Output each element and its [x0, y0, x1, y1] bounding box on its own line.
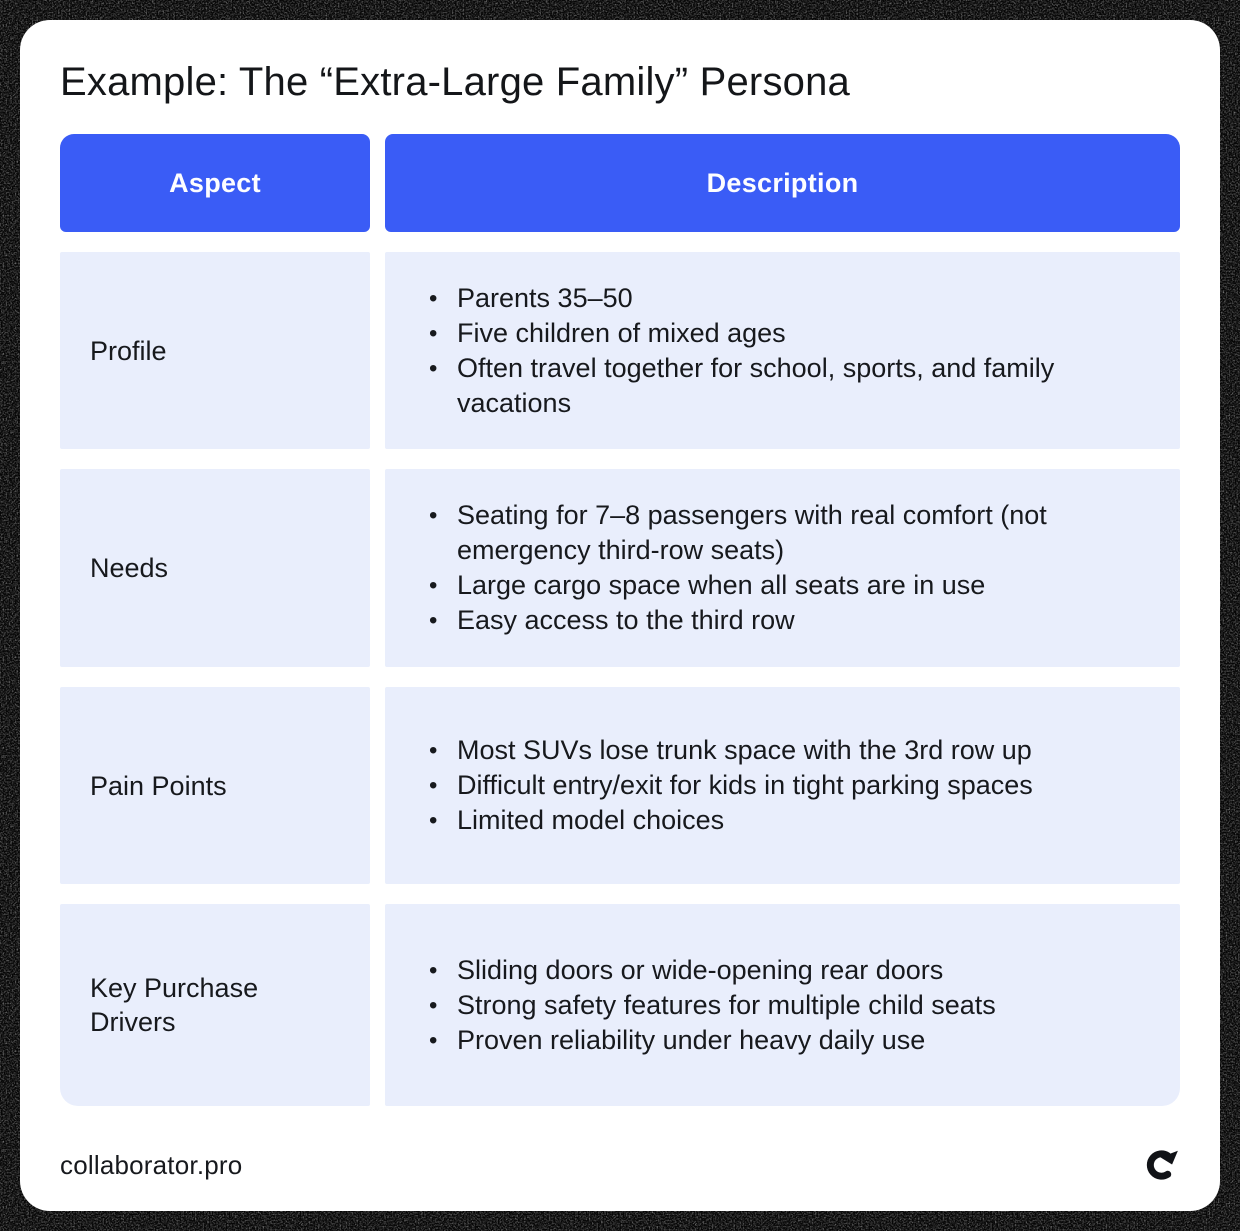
- bullet-icon: •: [429, 772, 438, 799]
- row-pain-points-description: • Most SUVs lose trunk space with the 3r…: [385, 687, 1180, 884]
- list-item: • Parents 35–50: [429, 281, 1140, 316]
- bullet-text: Strong safety features for multiple chil…: [457, 989, 996, 1020]
- document-card: Example: The “Extra-Large Family” Person…: [20, 20, 1220, 1211]
- list-item: • Sliding doors or wide-opening rear doo…: [429, 953, 1140, 988]
- bullet-icon: •: [429, 502, 438, 529]
- list-item: • Five children of mixed ages: [429, 316, 1140, 351]
- footer: collaborator.pro: [60, 1146, 1180, 1184]
- list-item: • Easy access to the third row: [429, 603, 1140, 638]
- bullet-text: Large cargo space when all seats are in …: [457, 570, 986, 600]
- bullet-text: Difficult entry/exit for kids in tight p…: [457, 770, 1033, 800]
- bullet-icon: •: [429, 737, 438, 764]
- list-item: • Strong safety features for multiple ch…: [429, 988, 1140, 1023]
- bullet-icon: •: [429, 572, 438, 599]
- bullet-text: Most SUVs lose trunk space with the 3rd …: [457, 735, 1032, 765]
- bullet-text: Sliding doors or wide-opening rear doors: [457, 954, 944, 985]
- bullet-text: Seating for 7–8 passengers with real com…: [457, 500, 1047, 565]
- bullet-text: Often travel together for school, sports…: [457, 352, 1055, 418]
- bullet-icon: •: [429, 284, 438, 312]
- bullet-text: Proven reliability under heavy daily use: [457, 1024, 926, 1055]
- bullet-icon: •: [429, 991, 438, 1019]
- bullet-icon: •: [429, 1026, 438, 1054]
- list-item: • Difficult entry/exit for kids in tight…: [429, 768, 1140, 803]
- bullet-icon: •: [429, 354, 438, 382]
- bullet-list: • Parents 35–50 • Five children of mixed…: [429, 281, 1140, 421]
- row-profile-aspect: Profile: [60, 252, 370, 449]
- bullet-list: • Seating for 7–8 passengers with real c…: [429, 498, 1140, 638]
- row-key-purchase-drivers-description: • Sliding doors or wide-opening rear doo…: [385, 904, 1180, 1106]
- bullet-list: • Most SUVs lose trunk space with the 3r…: [429, 733, 1140, 838]
- row-profile-description: • Parents 35–50 • Five children of mixed…: [385, 252, 1180, 449]
- list-item: • Seating for 7–8 passengers with real c…: [429, 498, 1140, 568]
- row-needs-description: • Seating for 7–8 passengers with real c…: [385, 469, 1180, 667]
- list-item: • Large cargo space when all seats are i…: [429, 568, 1140, 603]
- bullet-text: Parents 35–50: [457, 282, 633, 313]
- list-item: • Most SUVs lose trunk space with the 3r…: [429, 733, 1140, 768]
- persona-table: Aspect Description Profile • Parents 35–…: [60, 134, 1180, 1106]
- table-header-aspect: Aspect: [60, 134, 370, 232]
- list-item: • Proven reliability under heavy daily u…: [429, 1023, 1140, 1058]
- row-pain-points-aspect: Pain Points: [60, 687, 370, 884]
- row-needs-aspect: Needs: [60, 469, 370, 667]
- bullet-list: • Sliding doors or wide-opening rear doo…: [429, 953, 1140, 1058]
- list-item: • Often travel together for school, spor…: [429, 351, 1140, 421]
- footer-site-text: collaborator.pro: [60, 1149, 243, 1180]
- page-title: Example: The “Extra-Large Family” Person…: [60, 60, 850, 104]
- bullet-icon: •: [429, 956, 438, 984]
- bullet-text: Five children of mixed ages: [457, 317, 786, 348]
- bullet-text: Limited model choices: [457, 805, 725, 835]
- bullet-icon: •: [429, 319, 438, 347]
- bullet-icon: •: [429, 807, 438, 834]
- bullet-icon: •: [429, 607, 438, 634]
- collaborator-logo-icon: [1146, 1150, 1178, 1180]
- list-item: • Limited model choices: [429, 803, 1140, 838]
- bullet-text: Easy access to the third row: [457, 605, 795, 635]
- table-header-description: Description: [385, 134, 1180, 232]
- row-key-purchase-drivers-aspect: Key Purchase Drivers: [60, 904, 370, 1106]
